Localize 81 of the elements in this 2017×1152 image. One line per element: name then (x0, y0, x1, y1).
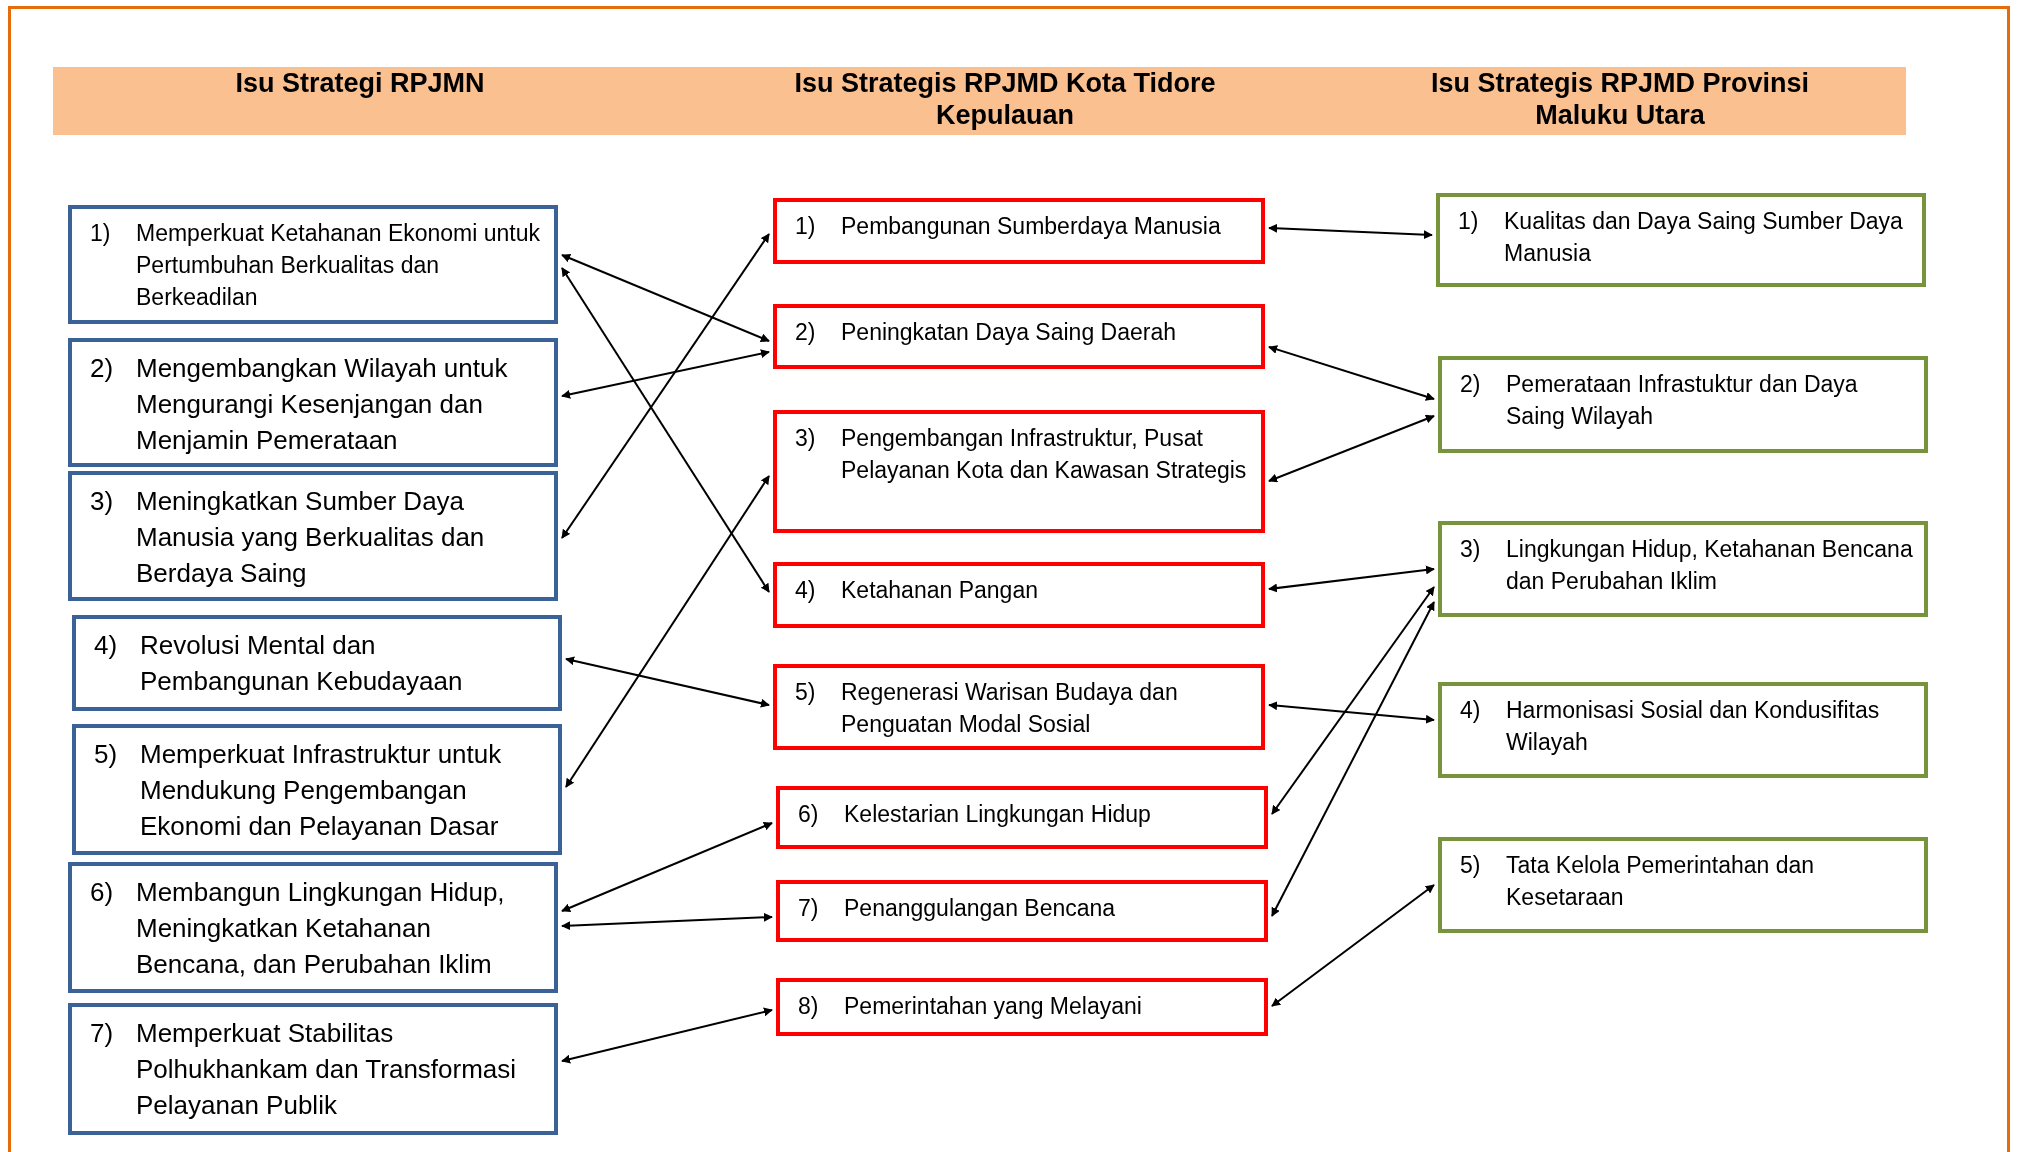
item-number: 5) (795, 678, 817, 707)
item-number: 2) (90, 352, 115, 385)
item-text: Pengembangan Infrastruktur, Pusat Pelayanan Kota dan Kawasan Strategis (841, 424, 1248, 485)
strategy-box (68, 1003, 558, 1135)
item-text: Pembangunan Sumberdaya Manusia (841, 212, 1222, 241)
double-arrow (561, 253, 770, 343)
strategy-box (776, 978, 1268, 1036)
item-text: Kualitas dan Daya Saing Sumber Daya Manusia (1504, 207, 1904, 268)
strategy-box (72, 724, 562, 855)
item-number: 5) (1460, 851, 1482, 880)
item-text: Ketahanan Pangan (841, 576, 1039, 605)
item-number: 4) (1460, 696, 1482, 725)
strategy-box (68, 862, 558, 993)
item-text: Regenerasi Warisan Budaya dan Penguatan Modal Sosial (841, 678, 1179, 739)
item-text: Tata Kelola Pemerintahan dan Kesetaraan (1506, 851, 1816, 912)
item-number: 4) (795, 576, 817, 605)
strategy-box (776, 786, 1268, 849)
item-number: 6) (798, 800, 820, 829)
item-number: 1) (795, 212, 817, 241)
strategy-box (1438, 682, 1928, 778)
strategy-box (72, 615, 562, 711)
item-text: Pemerintahan yang Melayani (844, 992, 1143, 1021)
strategy-box (773, 562, 1265, 628)
item-number: 4) (94, 629, 119, 662)
item-number: 5) (94, 738, 119, 771)
strategy-box (773, 410, 1265, 533)
header-band (53, 67, 1906, 135)
strategy-box (68, 338, 558, 467)
item-number: 3) (1460, 535, 1482, 564)
double-arrow (561, 912, 773, 931)
strategy-box (68, 471, 558, 601)
double-arrow (561, 1007, 773, 1064)
item-number: 7) (90, 1017, 115, 1050)
double-arrow (1268, 565, 1435, 593)
double-arrow (1271, 884, 1435, 1007)
double-arrow (1268, 223, 1433, 240)
double-arrow (561, 349, 770, 399)
double-arrow (561, 233, 770, 539)
item-number: 3) (90, 485, 115, 518)
strategy-box (773, 198, 1265, 264)
item-number: 3) (795, 424, 817, 453)
item-text: Pemerataan Infrastuktur dan Daya Saing Wilayah (1506, 370, 1859, 431)
item-text: Kelestarian Lingkungan Hidup (844, 800, 1152, 829)
strategy-box (773, 304, 1265, 369)
double-arrow (561, 267, 770, 593)
column-heading: Isu Strategi RPJMN (234, 67, 486, 99)
column-heading: Isu Strategis RPJMD Provinsi Maluku Utara (1429, 67, 1811, 131)
item-text: Memperkuat Stabilitas Polhukhankam dan Transformasi Pelayanan Publik (136, 1017, 518, 1122)
double-arrow (565, 475, 770, 788)
double-arrow (1271, 601, 1435, 917)
double-arrow (561, 822, 773, 912)
item-text: Memperkuat Ketahanan Ekonomi untuk Pertumbuhan Berkualitas dan Berkeadilan (136, 219, 542, 312)
strategy-box (1438, 521, 1928, 617)
strategy-box (1438, 837, 1928, 933)
item-number: 7) (798, 894, 820, 923)
double-arrow (1268, 414, 1435, 483)
item-text: Revolusi Mental dan Pembangunan Kebudayaan (140, 629, 464, 698)
item-text: Meningkatkan Sumber Daya Manusia yang Berkualitas dan Berdaya Saing (136, 485, 486, 590)
item-text: Harmonisasi Sosial dan Kondusifitas Wilayah (1506, 696, 1881, 757)
double-arrow (1268, 345, 1435, 401)
item-text: Memperkuat Infrastruktur untuk Mendukung Pengembangan Ekonomi dan Pelayanan Dasar (140, 738, 503, 843)
item-text: Membangun Lingkungan Hidup, Meningkatkan Ketahanan Bencana, dan Perubahan Iklim (136, 876, 506, 981)
strategy-box (776, 880, 1268, 942)
item-number: 6) (90, 876, 115, 909)
item-number: 8) (798, 992, 820, 1021)
item-number: 2) (1460, 370, 1482, 399)
item-text: Lingkungan Hidup, Ketahanan Bencana dan Perubahan Iklim (1506, 535, 1914, 596)
column-heading: Isu Strategis RPJMD Kota Tidore Kepulauan (793, 67, 1217, 131)
strategy-box (1436, 193, 1926, 287)
item-text: Peningkatan Daya Saing Daerah (841, 318, 1177, 347)
double-arrow (1271, 586, 1435, 815)
double-arrow (565, 656, 770, 708)
item-number: 1) (90, 219, 112, 248)
item-number: 2) (795, 318, 817, 347)
double-arrow (1268, 701, 1435, 724)
item-text: Mengembangkan Wilayah untuk Mengurangi Kesenjangan dan Menjamin Pemerataan (136, 352, 509, 457)
strategy-box (773, 664, 1265, 750)
strategy-box (68, 205, 558, 324)
item-number: 1) (1458, 207, 1480, 236)
item-text: Penanggulangan Bencana (844, 894, 1117, 923)
strategy-box (1438, 356, 1928, 453)
